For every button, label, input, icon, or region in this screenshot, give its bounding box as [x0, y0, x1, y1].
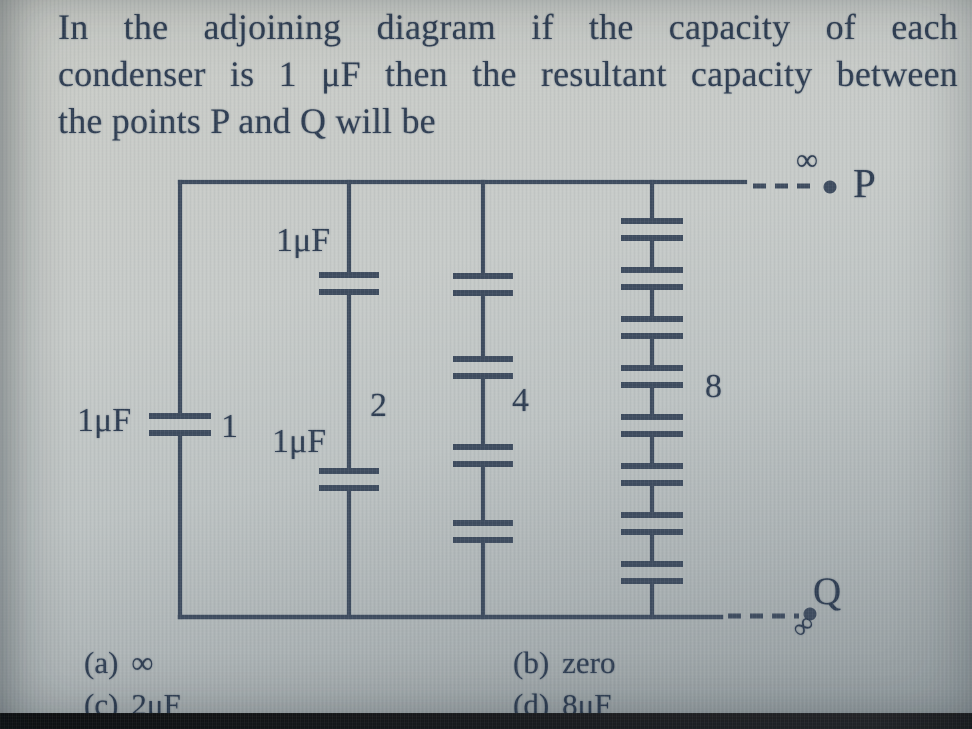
capacitor-symbol: [621, 267, 683, 290]
capacitor-symbol: [453, 356, 513, 379]
branch-count-label-2: 2: [370, 387, 387, 424]
capacitor-symbol: [453, 520, 513, 543]
branch-count-label-1: 1: [221, 408, 238, 445]
terminal-p-dot: [823, 180, 837, 194]
capacitor-symbol: [621, 463, 683, 486]
terminal-q-label: Q: [813, 570, 842, 613]
question-line-3: the points P and Q will be: [58, 101, 436, 141]
capacitor-symbol: [621, 316, 683, 339]
option-a: (a) ∞: [84, 645, 154, 680]
option-a-text: ∞: [131, 645, 154, 680]
capacitor-value-label-branch2-bottom: 1μF: [272, 423, 327, 460]
question-text: In the adjoining diagram if the capacity…: [58, 4, 958, 145]
capacitor-symbol: [621, 365, 683, 388]
capacitor-symbol: [621, 512, 683, 535]
question-line-2: condenser is 1 μF then the resultant cap…: [58, 54, 958, 94]
infinity-mark-top: ∞: [796, 142, 819, 177]
capacitor-symbol: [453, 444, 513, 467]
branch-count-label-8: 8: [705, 368, 722, 405]
option-a-key: (a): [84, 645, 119, 680]
capacitor-value-label-branch1: 1μF: [77, 402, 132, 439]
circuit-diagram: [149, 179, 837, 621]
option-b: (b) zero: [513, 645, 616, 680]
capacitor-symbol: [621, 561, 683, 584]
question-line-1: In the adjoining diagram if the capacity…: [58, 7, 958, 47]
capacitor-branch-1: [149, 179, 211, 620]
option-b-key: (b): [513, 645, 550, 680]
capacitor-symbol: [319, 272, 379, 295]
terminal-p-label: P: [853, 160, 876, 206]
capacitor-symbol: [621, 218, 683, 241]
photo-dark-edge: [0, 713, 972, 729]
capacitor-value-label-branch2-top: 1μF: [276, 222, 331, 259]
capacitor-branch-2: [319, 179, 379, 620]
capacitor-symbol: [453, 273, 513, 296]
capacitor-symbol: [319, 468, 379, 491]
branch-count-label-4: 4: [512, 382, 529, 419]
capacitor-branch-8: [621, 179, 683, 620]
capacitor-branch-4: [453, 179, 513, 620]
option-b-text: zero: [562, 645, 616, 680]
capacitor-symbol: [149, 413, 211, 436]
capacitor-symbol: [621, 414, 683, 437]
terminal-q-dot: [803, 607, 817, 621]
